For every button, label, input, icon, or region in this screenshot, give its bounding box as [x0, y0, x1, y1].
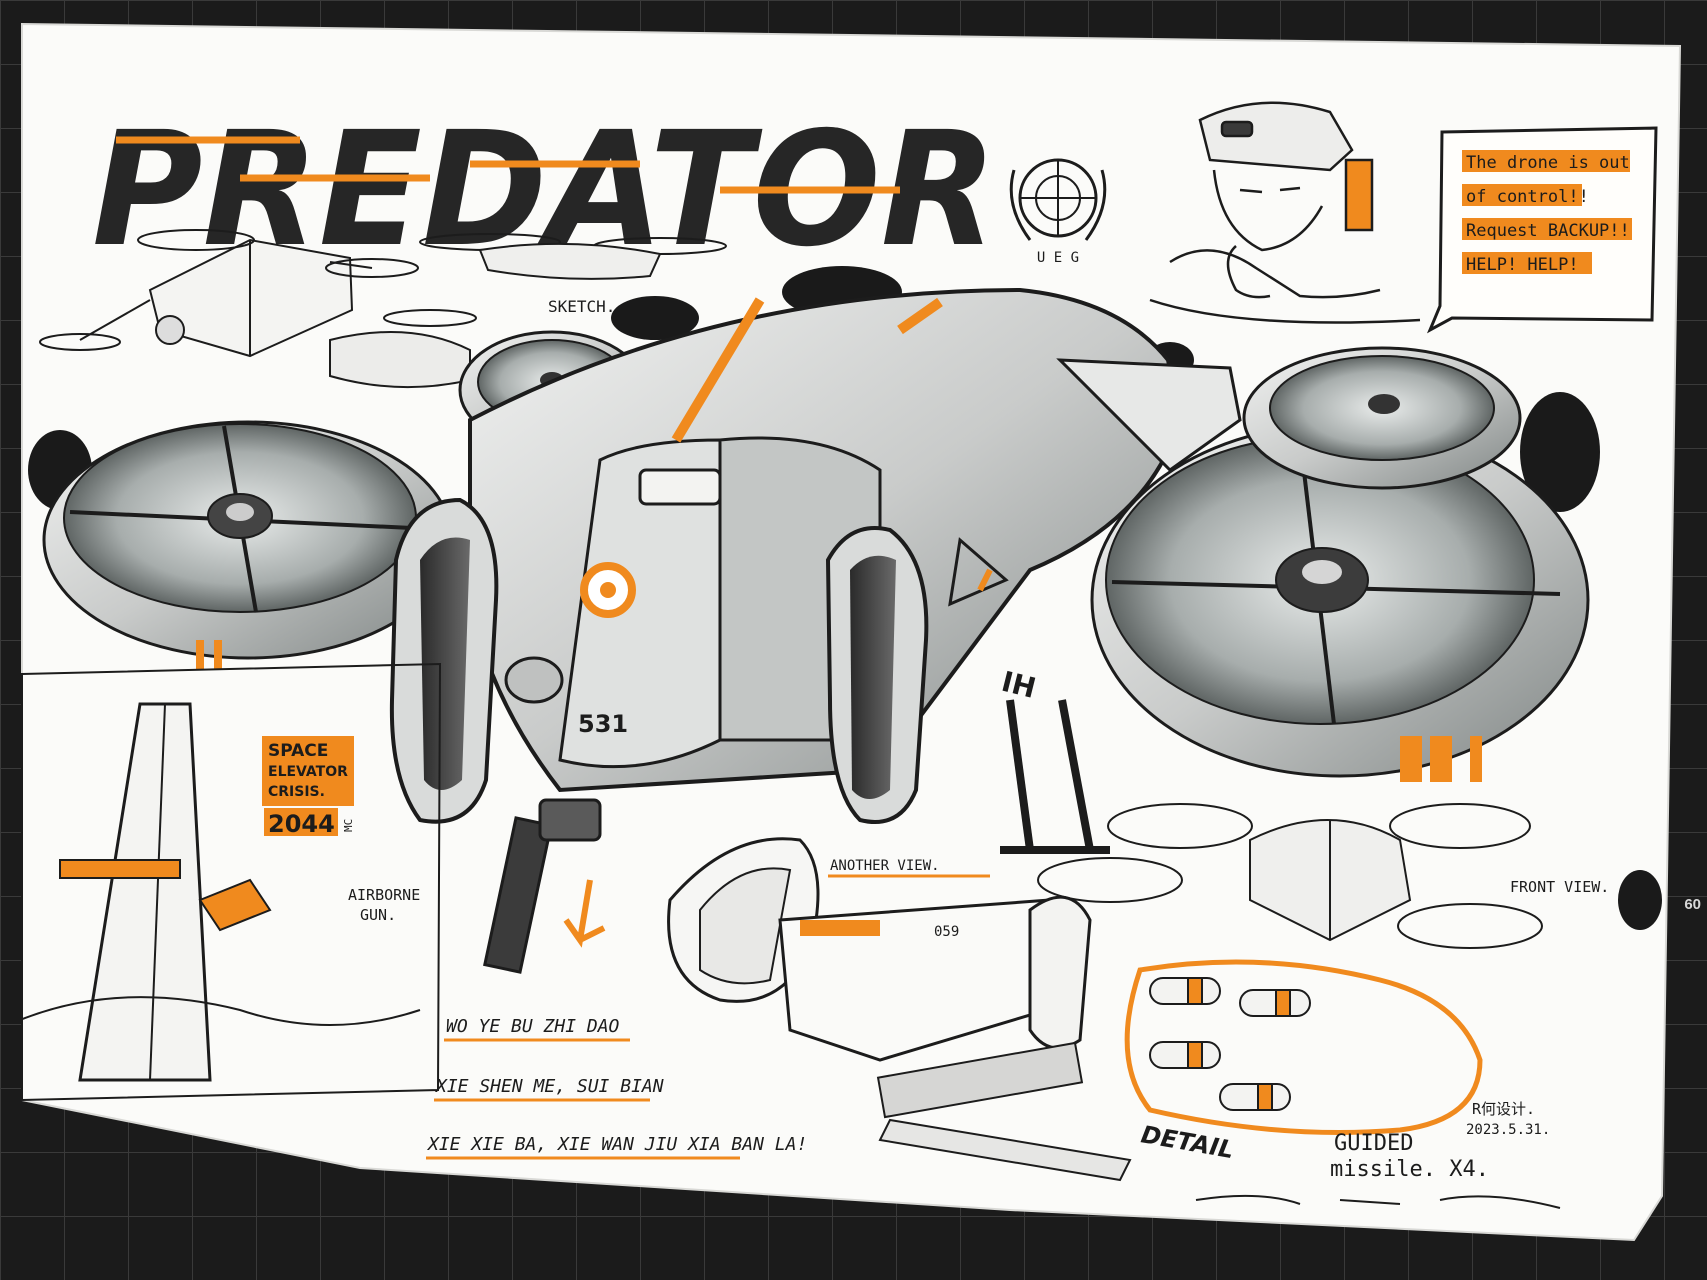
emblem-caption: U E G [1037, 250, 1079, 266]
elevator-year: 2044 [268, 810, 335, 838]
fan-upper-right [1242, 346, 1522, 490]
guided-missile-label-1: GUIDED [1334, 1131, 1413, 1156]
airborne-gun-label-2: GUN. [360, 906, 396, 924]
another-view-label: ANOTHER VIEW. [830, 858, 940, 874]
note-line-1: WO YE BU ZHI DAO [446, 1016, 620, 1037]
front-view-label: FRONT VIEW. [1510, 878, 1609, 896]
elevator-suffix: MC [342, 819, 355, 832]
elevator-line-3: CRISIS. [268, 784, 325, 800]
hull-code: 531 [578, 710, 628, 738]
airborne-gun-label-1: AIRBORNE [348, 886, 420, 904]
signature: R何设计. 2023.5.31. [1195, 1100, 1561, 1209]
signature-name: R何设计. [1472, 1100, 1535, 1118]
note-line-3: XIE XIE BA, XIE WAN JIU XIA BAN LA! [426, 1134, 807, 1155]
landing-gear [1000, 699, 1110, 854]
note-line-2: XIE SHEN ME, SUI BIAN [434, 1076, 664, 1097]
drone-body: 531 IH [468, 287, 1242, 793]
space-elevator-panel: SPACE ELEVATOR CRISIS. 2044 MC AIRBORNE … [19, 662, 442, 1102]
cutting-mat-number: 60 [1684, 896, 1701, 913]
elevator-line-2: ELEVATOR [268, 764, 348, 780]
drone-sketch-top-center [419, 233, 727, 280]
fan-left [42, 420, 454, 670]
pilot-sketch [1149, 101, 1421, 324]
speech-line-2: of control!! [1466, 187, 1589, 207]
speech-line-1: The drone is out [1466, 153, 1630, 173]
pod-code: 059 [934, 924, 959, 940]
guided-missile-label-2: missile. X4. [1330, 1157, 1489, 1182]
speech-line-3: Request BACKUP!! [1466, 221, 1630, 241]
intake-right [825, 526, 929, 824]
speech-line-4: HELP! HELP! [1466, 255, 1579, 275]
drone-sketch-top-left [39, 229, 419, 358]
ink-splatters [28, 266, 1662, 930]
sketch-label: SKETCH. [548, 297, 615, 316]
speech-bubble: The drone is out of control!! Request BA… [1426, 126, 1658, 334]
signature-date: 2023.5.31. [1466, 1122, 1550, 1138]
intake-left [389, 497, 499, 824]
notes: WO YE BU ZHI DAO XIE SHEN ME, SUI BIAN X… [426, 1016, 807, 1160]
front-view-sketch [1037, 803, 1543, 949]
detail-missiles: DETAIL GUIDED missile. X4. [1124, 959, 1489, 1182]
ueg-emblem: U E G [1009, 158, 1107, 266]
airborne-gun [483, 798, 606, 974]
another-view-sketch: ANOTHER VIEW. 059 [667, 837, 1132, 1182]
hull-mark: IH [998, 665, 1039, 705]
fan-right [1090, 422, 1590, 782]
elevator-line-1: SPACE [268, 741, 328, 761]
